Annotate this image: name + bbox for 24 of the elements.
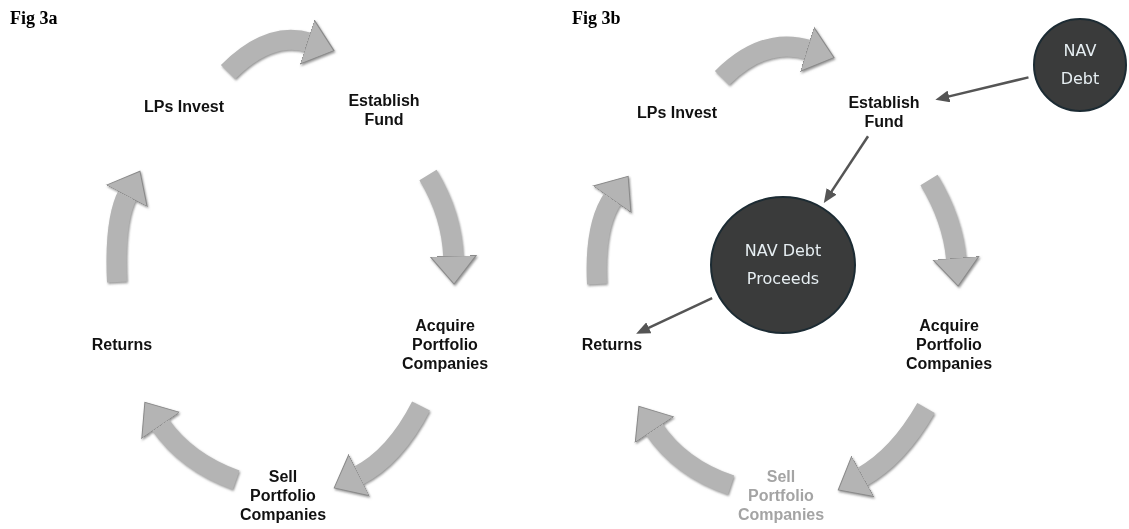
step-label: Returns [72, 335, 172, 355]
step-label: Sell Portfolio Companies [732, 467, 830, 525]
node-label: NAV Debt Proceeds [743, 240, 823, 290]
curved-arrow [838, 402, 935, 497]
curved-arrow [141, 402, 240, 490]
curved-arrow [419, 170, 477, 285]
curved-arrow [635, 406, 735, 495]
curved-arrow [105, 170, 149, 283]
step-label: Sell Portfolio Companies [234, 467, 332, 525]
arrow [935, 76, 1029, 103]
arrow [636, 297, 713, 334]
step-label: Returns [562, 335, 662, 355]
step-label: Establish Fund [336, 90, 432, 130]
node-label: NAV Debt [1059, 40, 1101, 90]
step-label: Acquire Portfolio Companies [889, 316, 1009, 374]
step-label: Establish Fund [836, 92, 932, 132]
step-label: Acquire Portfolio Companies [385, 316, 505, 374]
figure-label: Fig 3a [10, 8, 58, 29]
step-label: LPs Invest [124, 97, 244, 117]
curved-arrow [334, 401, 430, 496]
step-label: LPs Invest [617, 103, 737, 123]
arrow [823, 135, 870, 204]
figure-label: Fig 3b [572, 8, 621, 29]
curved-arrow [586, 175, 633, 285]
